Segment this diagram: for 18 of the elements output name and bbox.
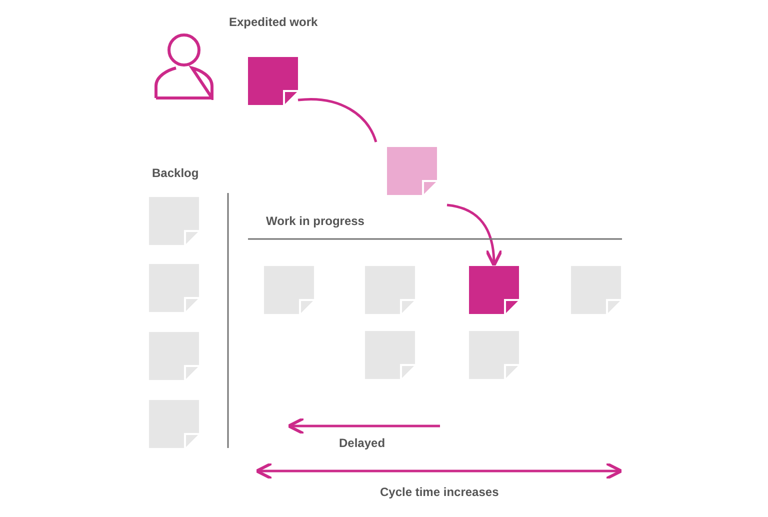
sticky-note <box>149 400 199 448</box>
sticky-note <box>264 266 314 314</box>
heading: Work in progress <box>266 214 364 228</box>
sticky-note <box>365 266 415 314</box>
arrow-label: Delayed <box>339 436 386 450</box>
sticky-note <box>469 266 519 314</box>
sticky-note <box>149 332 199 380</box>
sticky-note <box>149 264 199 312</box>
arrow <box>446 204 503 267</box>
arrow-label: Cycle time increases <box>380 485 499 499</box>
sticky-note <box>469 331 519 379</box>
sticky-note <box>149 197 199 245</box>
sticky-note <box>387 147 437 195</box>
sticky-note <box>248 57 298 105</box>
sticky-note <box>365 331 415 379</box>
heading: Backlog <box>152 166 199 180</box>
heading: Expedited work <box>229 15 318 29</box>
sticky-note <box>571 266 621 314</box>
